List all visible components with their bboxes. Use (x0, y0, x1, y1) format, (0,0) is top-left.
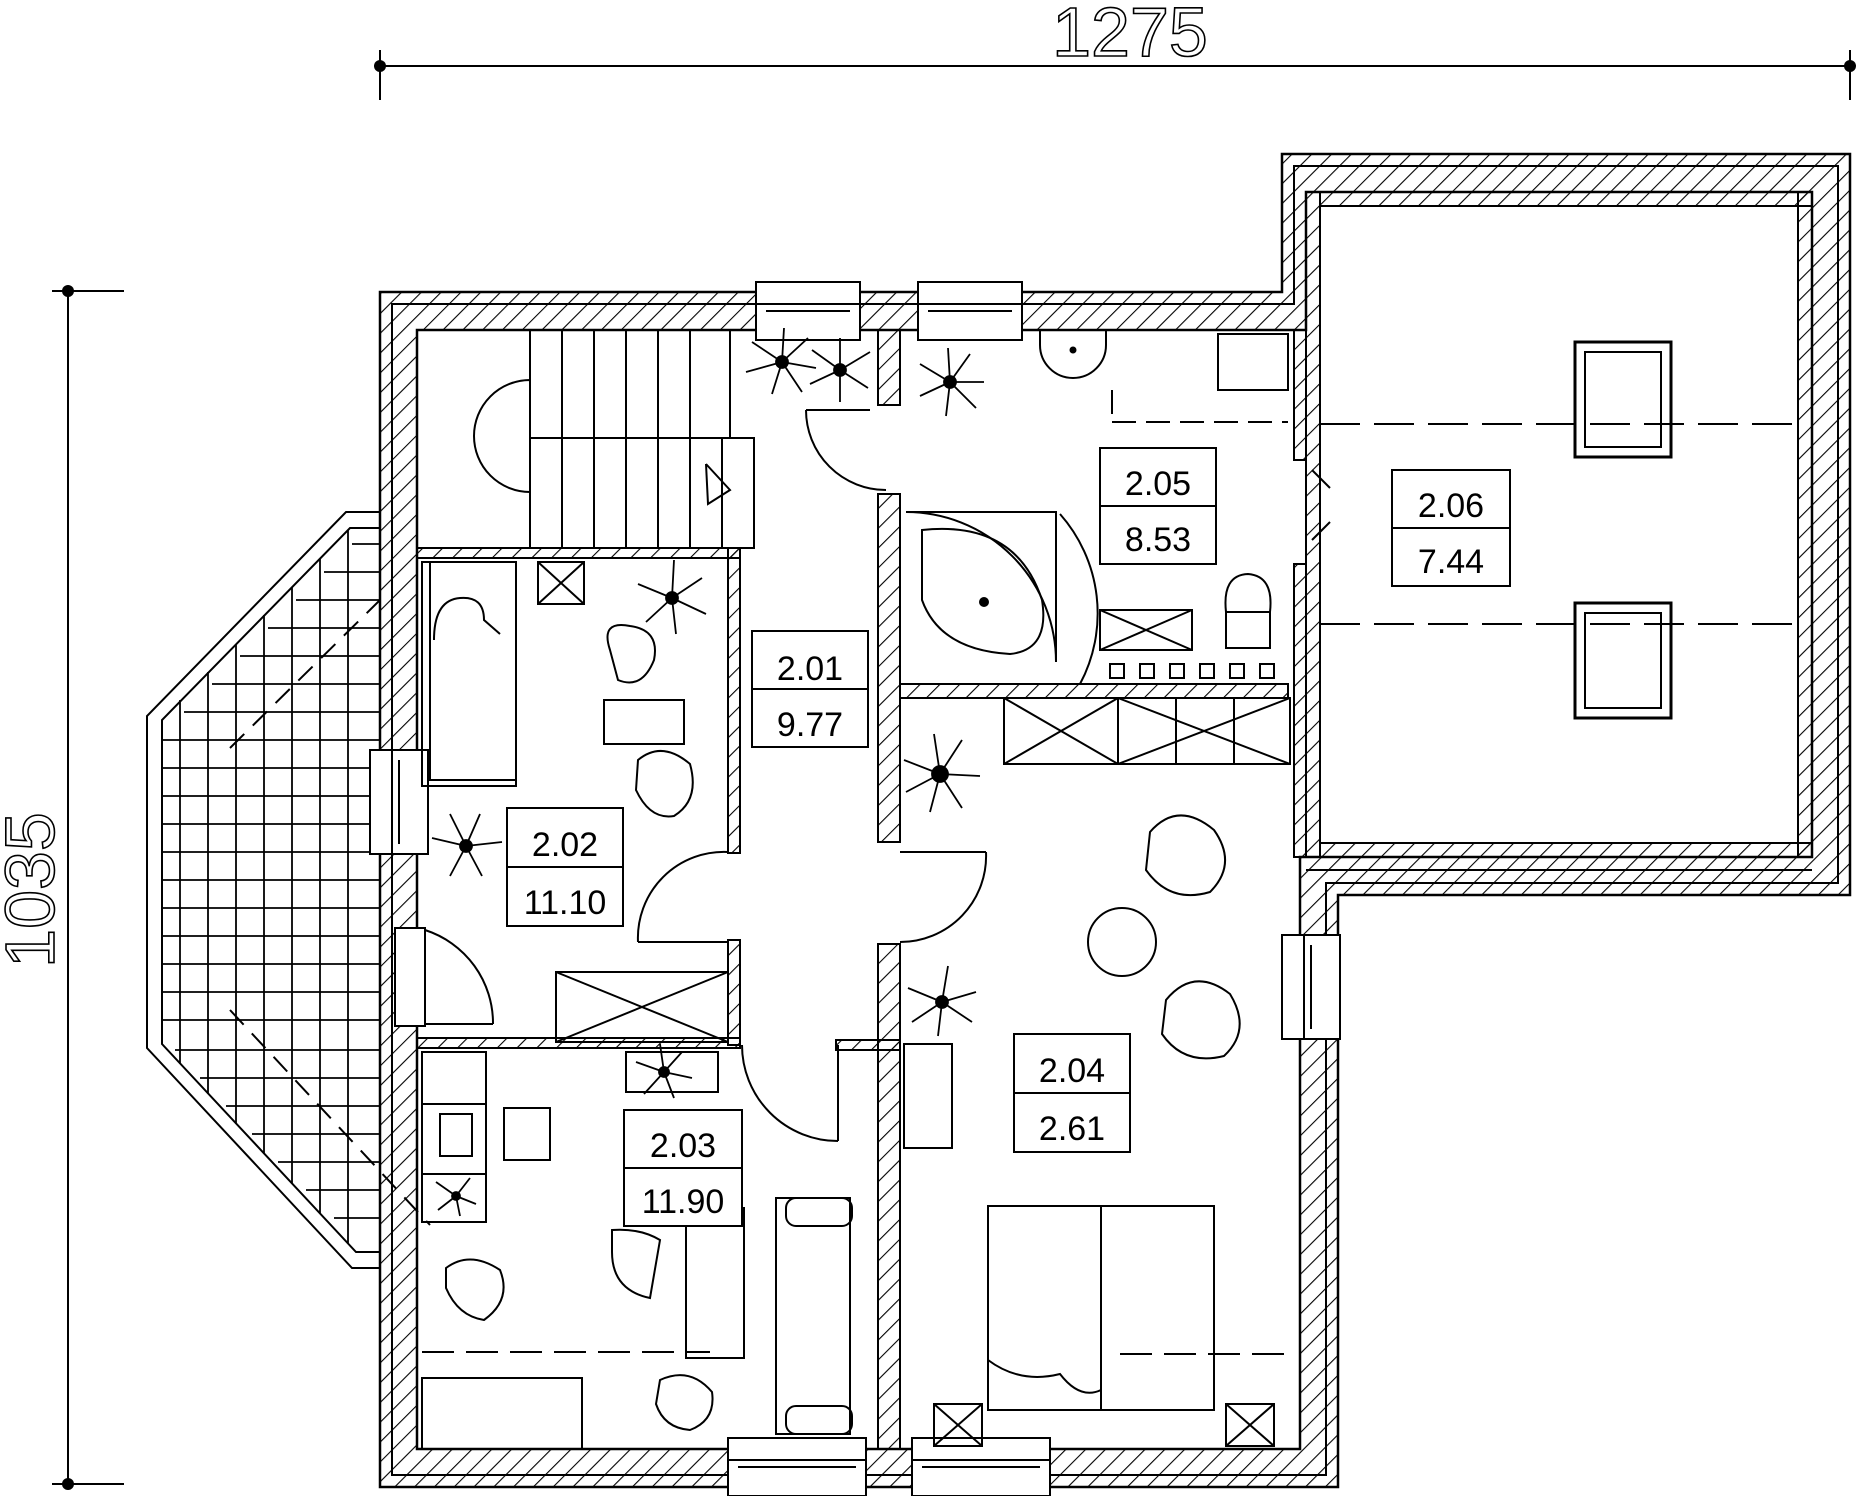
attic-slope-lines (1320, 423, 1798, 625)
attic-inner-walls (1305, 191, 1813, 858)
room-2-03-label: 2.03 11.90 (623, 1109, 743, 1227)
balcony-door (394, 927, 495, 1027)
plant-icon (431, 813, 503, 877)
balcony (146, 511, 380, 1269)
room-2-02-furniture (421, 561, 729, 1043)
room-2-02-label: 2.02 11.10 (506, 807, 624, 927)
room-2-03-number: 2.03 (650, 1127, 716, 1165)
plant-icon (919, 347, 984, 417)
height-dimension-label: 1035 (0, 812, 69, 968)
window-left (369, 749, 429, 855)
room-2-03-area: 11.90 (642, 1183, 725, 1221)
width-dimension (379, 50, 1851, 100)
roof-window-2 (1573, 601, 1673, 720)
room-2-06-label: 2.06 7.44 (1391, 469, 1511, 587)
room-2-05-area: 8.53 (1125, 521, 1191, 559)
room-2-06-number: 2.06 (1418, 487, 1484, 525)
plant-icon (637, 559, 707, 635)
room-2-02-number: 2.02 (532, 826, 598, 864)
room-2-04-area: 2.61 (1039, 1110, 1105, 1148)
interior-walls (416, 329, 1307, 1450)
plant-icon (635, 1043, 693, 1099)
window-top-1 (755, 281, 861, 341)
staircase (473, 329, 755, 549)
window-top-2 (917, 281, 1023, 341)
room-2-06-area: 7.44 (1418, 543, 1484, 581)
room-2-02-area: 11.10 (524, 884, 607, 922)
plant-icon (907, 965, 977, 1037)
room-2-05-number: 2.05 (1125, 465, 1191, 503)
windows (369, 281, 1673, 1496)
room-2-01-number: 2.01 (777, 650, 843, 688)
bathroom-fixtures (905, 329, 1289, 685)
doors (636, 409, 1331, 1142)
plants (431, 327, 984, 1217)
width-dimension-label: 1275 (1052, 0, 1208, 71)
room-2-04-furniture (903, 697, 1291, 1447)
room-2-04-label: 2.04 2.61 (1013, 1033, 1131, 1153)
plant-icon (435, 1177, 477, 1217)
balcony-grid (162, 530, 380, 1244)
roof-window-1 (1573, 340, 1673, 459)
plant-icon (809, 338, 871, 402)
room-2-01-label: 2.01 9.77 (751, 630, 869, 748)
room-2-05-label: 2.05 8.53 (1099, 447, 1217, 565)
plant-icon (903, 733, 981, 813)
window-bottom-1 (727, 1437, 867, 1496)
room-2-04-number: 2.04 (1039, 1052, 1105, 1090)
window-bottom-2 (911, 1437, 1051, 1496)
plant-icon (745, 327, 817, 395)
window-right (1281, 934, 1341, 1040)
room-2-01-area: 9.77 (777, 706, 843, 744)
